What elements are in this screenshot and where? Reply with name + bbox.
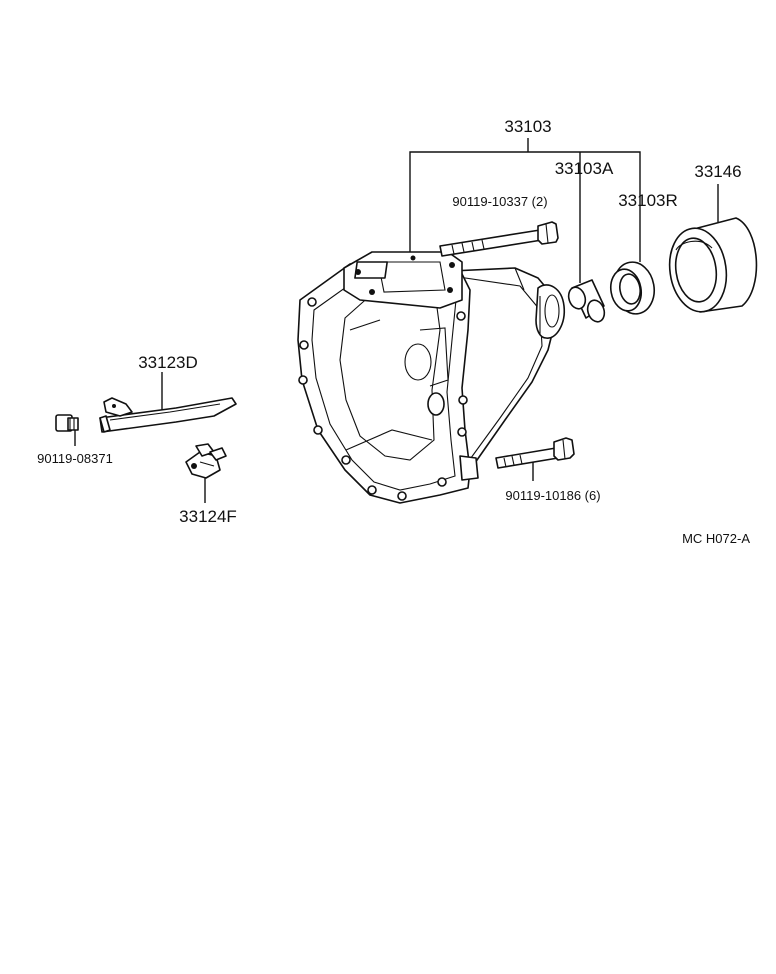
label-bolt-bottom: 90119-10186 (6) bbox=[505, 488, 600, 503]
label-33103A: 33103A bbox=[555, 159, 614, 178]
label-bolt-top: 90119-10337 (2) bbox=[452, 194, 547, 209]
label-33103R: 33103R bbox=[618, 191, 678, 210]
label-bolt-small: 90119-08371 bbox=[37, 451, 113, 466]
bushing-33103A[interactable] bbox=[566, 279, 607, 324]
oil-seal-33103R[interactable] bbox=[608, 259, 659, 317]
label-33124F: 33124F bbox=[179, 507, 237, 526]
label-33103: 33103 bbox=[504, 117, 551, 136]
clip-33124F[interactable] bbox=[185, 443, 227, 479]
release-fork-33123D[interactable] bbox=[99, 397, 237, 433]
bolt-90119-10337[interactable] bbox=[439, 221, 559, 257]
labels: 33103 33103A 33103R 33146 90119-10337 (2… bbox=[37, 117, 750, 546]
leader-lines bbox=[74, 138, 719, 503]
dust-cover-33146[interactable] bbox=[664, 217, 758, 315]
bolt-90119-10186[interactable] bbox=[495, 437, 575, 469]
drawing-code: MC H072-A bbox=[682, 531, 750, 546]
label-33146: 33146 bbox=[694, 162, 741, 181]
label-33123D: 33123D bbox=[138, 353, 198, 372]
extension-housing[interactable] bbox=[297, 251, 566, 504]
bolt-90119-08371[interactable] bbox=[55, 414, 79, 432]
